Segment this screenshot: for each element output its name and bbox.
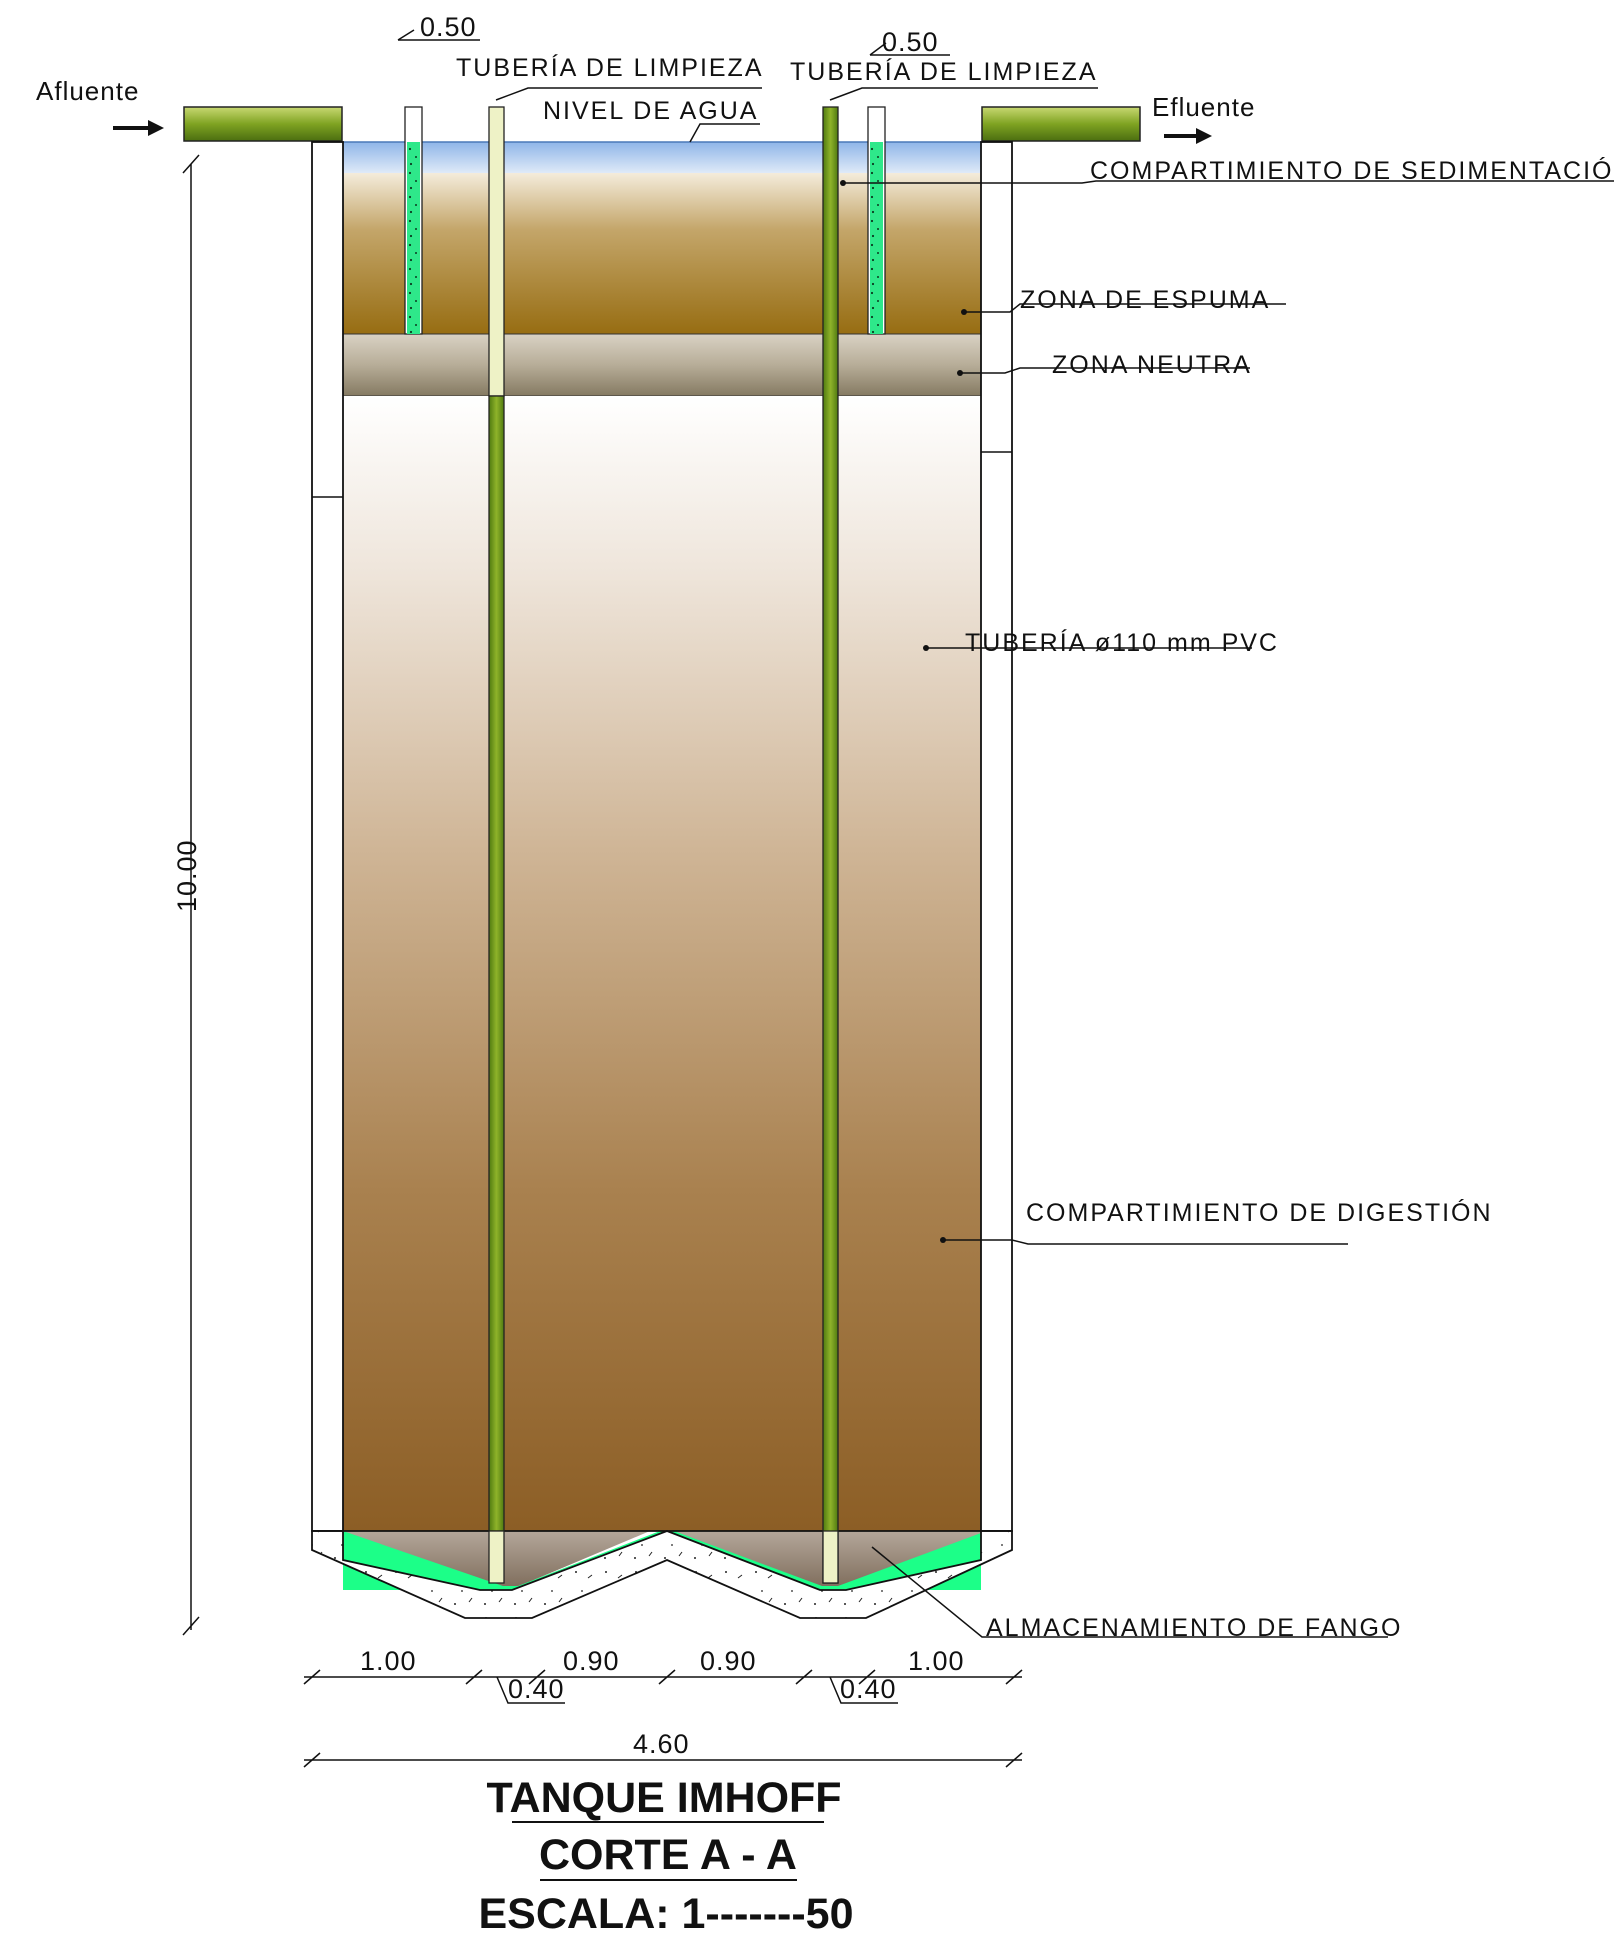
outlet-arrow-icon — [1164, 128, 1212, 144]
dim-4: 1.00 — [908, 1646, 965, 1676]
cleaning-pipe-right — [822, 106, 839, 1584]
dim-top-right: 0.50 — [882, 27, 939, 57]
sedimentation-compartment-label: COMPARTIMIENTO DE SEDIMENTACIÓN — [1090, 156, 1614, 185]
dim-6: 0.40 — [840, 1674, 897, 1704]
title-line-1: TANQUE IMHOFF — [486, 1774, 841, 1822]
dim-1: 1.00 — [360, 1646, 417, 1676]
water-level-label: NIVEL DE AGUA — [543, 97, 758, 125]
inlet-label: Afluente — [36, 76, 139, 106]
digestion-compartment — [343, 396, 981, 1531]
pvc-pipe-label: TUBERÍA ø110 mm PVC — [965, 628, 1279, 657]
neutral-zone-label: ZONA NEUTRA — [1052, 351, 1252, 379]
dim-3: 0.90 — [700, 1646, 757, 1676]
outlet-pipe — [981, 106, 1141, 142]
title-line-2: CORTE A - A — [539, 1831, 797, 1879]
width-dimension-chain — [303, 1669, 1023, 1768]
left-wall — [311, 141, 344, 1532]
dim-2: 0.90 — [563, 1646, 620, 1676]
outlet-label: Efluente — [1152, 92, 1255, 122]
cleaning-pipe-label-1: TUBERÍA DE LIMPIEZA — [456, 53, 764, 82]
dim-top-left: 0.50 — [420, 12, 477, 42]
sludge-storage-label: ALMACENAMIENTO DE FANGO — [986, 1614, 1402, 1642]
inlet-arrow-icon — [113, 120, 164, 136]
cleaning-pipe-left — [488, 106, 505, 1584]
inlet-pipe — [183, 106, 343, 142]
title-line-3: ESCALA: 1-------50 — [478, 1890, 853, 1936]
dim-height: 10.00 — [172, 839, 202, 912]
scum-zone-label: ZONA DE ESPUMA — [1020, 286, 1270, 314]
digestion-compartment-label: COMPARTIMIENTO DE DIGESTIÓN — [1026, 1198, 1493, 1227]
neutral-zone — [342, 333, 982, 397]
cleaning-pipe-label-2: TUBERÍA DE LIMPIEZA — [790, 57, 1098, 86]
right-wall — [980, 141, 1013, 1532]
height-dimension-line — [182, 154, 200, 1636]
dim-5: 0.40 — [508, 1674, 565, 1704]
dim-total: 4.60 — [633, 1729, 690, 1759]
